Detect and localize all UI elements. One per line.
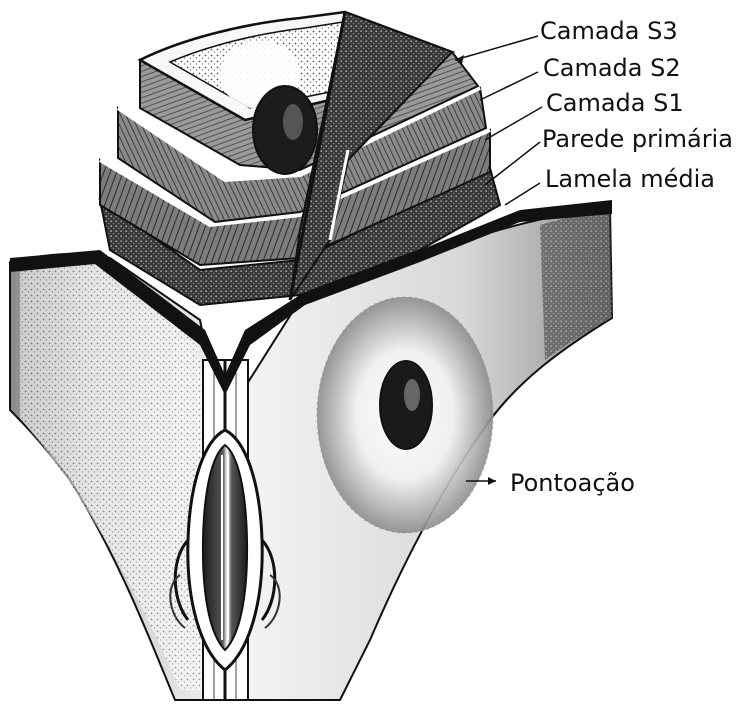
- label-parede-primaria: Parede primária: [542, 125, 733, 153]
- leader-camada-s2: [480, 72, 538, 100]
- leader-camada-s3: [455, 36, 538, 60]
- label-camada-s2: Camada S2: [543, 54, 681, 82]
- label-lamela-media: Lamela média: [545, 165, 715, 193]
- leader-camada-s1: [485, 107, 542, 140]
- leader-lamela-media: [505, 183, 540, 205]
- left-wall-stipple: [20, 264, 205, 690]
- label-camada-s1: Camada S1: [546, 89, 684, 117]
- label-pontoacao: Pontoação: [510, 469, 635, 497]
- right-wall-stipple-edge: [540, 208, 612, 360]
- leader-parede-primaria: [485, 142, 540, 185]
- label-camada-s3: Camada S3: [540, 17, 678, 45]
